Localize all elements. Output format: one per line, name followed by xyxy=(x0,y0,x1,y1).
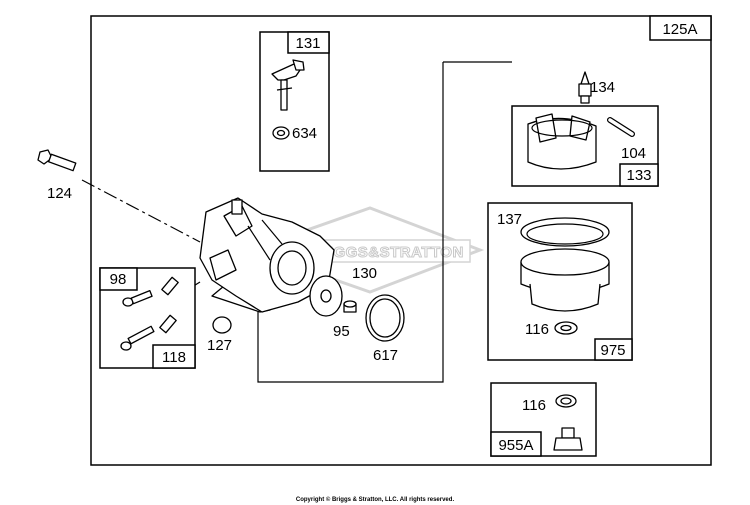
pin-104 xyxy=(607,117,635,137)
washer-116-bowl xyxy=(554,321,578,335)
washer-116-nut xyxy=(555,394,577,408)
carburetor-body xyxy=(199,197,335,313)
callout-127: 127 xyxy=(207,337,232,354)
callout-130: 130 xyxy=(352,265,377,282)
kit-label-box-131 xyxy=(287,31,330,54)
float-valve-part xyxy=(271,59,305,111)
assembly-label-box xyxy=(649,15,712,41)
float-part xyxy=(527,113,597,170)
kit-box-131 xyxy=(259,31,330,172)
kit-label-133: 133 xyxy=(626,167,651,184)
callout-104: 104 xyxy=(621,145,646,162)
callout-634: 634 xyxy=(292,125,317,142)
screw-118 xyxy=(120,314,177,351)
needle-134 xyxy=(578,71,592,104)
callout-124: 124 xyxy=(47,185,72,202)
float-bowl-part xyxy=(520,217,610,312)
kit-label-131: 131 xyxy=(295,35,320,52)
callout-95: 95 xyxy=(333,323,350,340)
plug-95 xyxy=(343,300,357,313)
callout-116-nut: 116 xyxy=(522,397,546,414)
oring-617 xyxy=(365,294,405,342)
bolt-124 xyxy=(37,149,77,172)
kit-label-box-98 xyxy=(99,267,138,291)
callout-116-bowl: 116 xyxy=(525,321,549,338)
washer-127 xyxy=(212,316,232,334)
callout-617: 617 xyxy=(373,347,398,364)
callout-137: 137 xyxy=(497,211,522,228)
kit-label-118: 118 xyxy=(162,349,186,366)
kit-label-98: 98 xyxy=(110,271,127,288)
kit-label-box-133 xyxy=(619,163,659,187)
kit-label-955A: 955A xyxy=(498,437,533,454)
kit-label-box-975 xyxy=(594,338,633,361)
kit-label-box-955A xyxy=(490,431,542,457)
callout-134: 134 xyxy=(590,79,615,96)
copyright-text: Copyright © Briggs & Stratton, LLC. All … xyxy=(296,496,455,503)
assembly-label: 125A xyxy=(662,21,697,38)
watermark-text: BRIGGS&STRATTON xyxy=(306,244,464,261)
gasket-130 xyxy=(309,275,343,317)
bowl-nut-part xyxy=(553,427,583,451)
brand-watermark: BRIGGS&STRATTON xyxy=(245,206,485,294)
washer-634 xyxy=(272,126,290,140)
screw-98 xyxy=(122,276,179,307)
kit-label-box-118 xyxy=(152,344,196,369)
kit-label-975: 975 xyxy=(600,342,625,359)
